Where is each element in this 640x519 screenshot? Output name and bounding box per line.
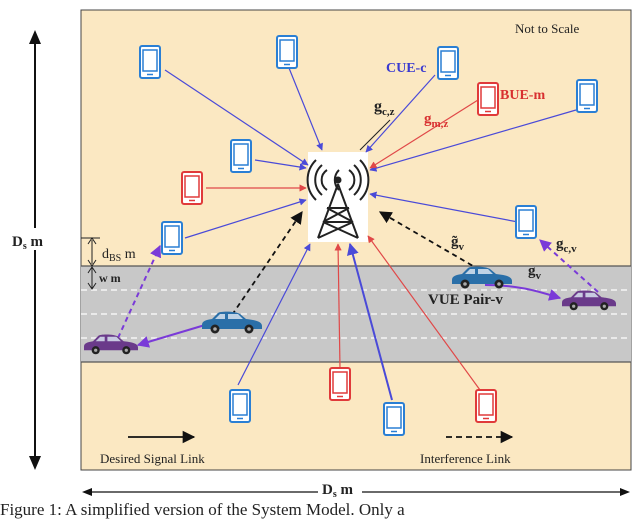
phone-icon [477,82,499,116]
phone-icon [515,205,537,239]
phone-icon [276,35,298,69]
legend-interference-label: Interference Link [420,451,511,466]
interference-links [231,210,481,316]
ds-vertical-dimension: Ds m [8,30,64,470]
phone-icon [161,221,183,255]
not-to-scale-label: Not to Scale [515,21,579,36]
bue-label: BUE-m [500,88,545,103]
phone-icon [437,46,459,80]
bue-links [206,99,481,391]
phone-icon [475,389,497,423]
cue-label: CUE-c [386,61,426,76]
w-dimension: w m [87,266,121,290]
ds-horizontal-dimension: Ds m [82,478,630,500]
svg-text:w m: w m [99,271,121,285]
g-mz-label: gm,z [424,111,448,130]
svg-text:Ds m: Ds m [322,482,354,500]
phone-icon [139,45,161,79]
dbs-dimension: dBS m [81,237,136,267]
phone-icon [383,402,405,436]
g-cz-pointer [359,119,391,151]
legend-desired-label: Desired Signal Link [100,451,205,466]
phone-icon [329,367,351,401]
highway [81,265,631,363]
g-cv-label: gc,v [556,236,577,255]
phone-icon [576,79,598,113]
g-tilde-v-label: g̃v [451,234,465,253]
legend: Desired Signal Link Interference Link [100,430,514,466]
g-cz-label: gc,z [374,98,395,118]
cue-links [164,67,577,401]
g-v-label: gv [528,263,542,282]
figure-caption: Figure 1: A simplified version of the Sy… [0,500,405,519]
phone-icon [181,171,203,205]
vue-links [117,239,599,348]
svg-text:dBS m: dBS m [102,247,136,264]
vue-pair-label: VUE Pair-v [428,292,503,308]
svg-text:Ds m: Ds m [12,234,44,252]
phone-icon [229,389,251,423]
phone-icon [230,139,252,173]
base-station-tower-icon [306,152,370,242]
